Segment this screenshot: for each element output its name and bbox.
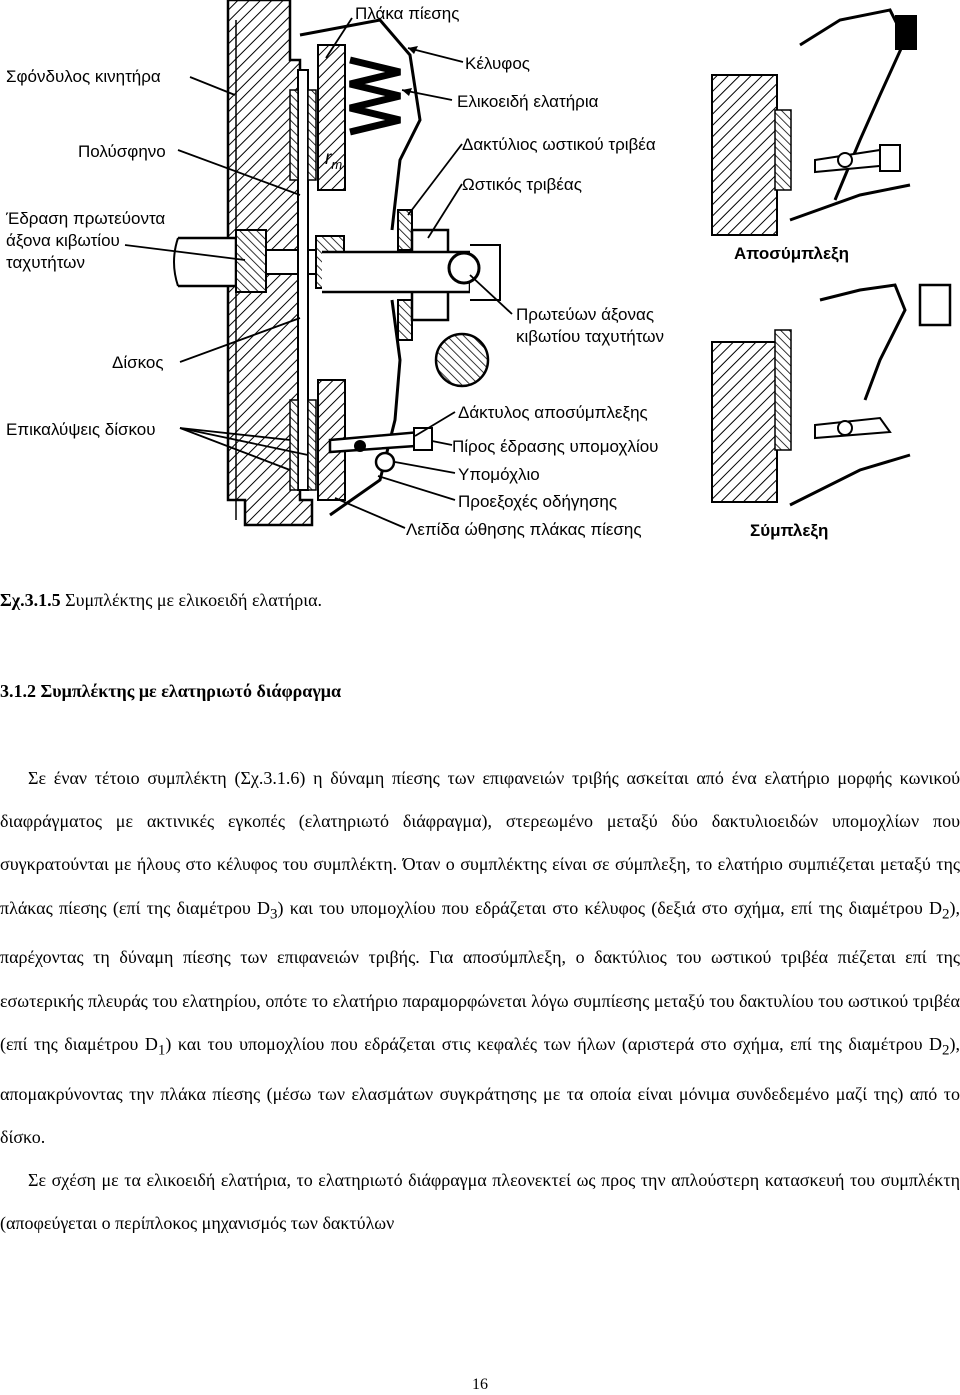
label-coil-springs: Ελικοειδή ελατήρια — [457, 92, 599, 111]
clutch-figure: Πλάκα πίεσης Σφόνδυλος κινητήρα Κέλυφος … — [0, 0, 960, 560]
p1-subscript-3: 1 — [157, 1042, 166, 1059]
label-release-finger: Δάκτυλος αποσύμπλεξης — [458, 403, 648, 422]
label-pressure-plate-strap: Λεπίδα ώθησης πλάκας πίεσης — [406, 520, 642, 539]
label-housing: Κέλυφος — [465, 54, 530, 73]
figure-caption: Σχ.3.1.5 Συμπλέκτης με ελικοειδή ελατήρι… — [0, 589, 322, 611]
label-engine-flywheel: Σφόνδυλος κινητήρα — [6, 67, 161, 86]
p1-subscript-1: 3 — [270, 906, 278, 923]
engagement-detail — [711, 283, 952, 507]
label-input-shaft-seat-1: Έδραση πρωτεύοντα — [6, 209, 166, 228]
label-input-shaft-seat-2: άξονα κιβωτίου — [6, 231, 120, 250]
label-fulcrum: Υπομόχλιο — [458, 465, 540, 484]
p1-part-e: ), απομακρύνοντας την πλάκα πίεσης (μέσω… — [0, 1033, 960, 1147]
label-rm-main: r — [325, 148, 332, 169]
p1-subscript-2: 2 — [942, 906, 950, 923]
page-number: 16 — [472, 1376, 488, 1393]
label-disc-linings: Επικαλύψεις δίσκου — [6, 420, 156, 439]
label-engagement: Σύμπλεξη — [750, 521, 829, 540]
body-text: Σε έναν τέτοιο συμπλέκτη (Σχ.3.1.6) η δύ… — [0, 757, 960, 1245]
label-release-bearing: Ωστικός τριβέας — [462, 175, 582, 194]
p1-part-d: ) και του υπομοχλίου που εδράζεται στις … — [165, 1033, 942, 1054]
label-fulcrum-pin: Πίρος έδρασης υπομοχλίου — [452, 437, 659, 456]
disengagement-detail — [711, 8, 917, 236]
label-input-shaft-1: Πρωτεύων άξονας — [516, 305, 655, 324]
label-polysfino: Πολύσφηνο — [78, 142, 166, 161]
paragraph-1: Σε έναν τέτοιο συμπλέκτη (Σχ.3.1.6) η δύ… — [0, 757, 960, 1159]
section-title: 3.1.2 Συμπλέκτης με ελατηριωτό διάφραγμα — [0, 681, 342, 701]
label-rm-sub: m — [331, 156, 343, 172]
p1-part-b: ) και του υπομοχλίου που εδράζεται στο κ… — [277, 897, 943, 918]
label-disc: Δίσκος — [112, 353, 164, 372]
p1-part-c: ), παρέχοντας τη δύναμη πίεσης των επιφα… — [0, 897, 960, 1054]
label-pressure-plate: Πλάκα πίεσης — [355, 4, 460, 23]
paragraph-2: Σε σχέση με τα ελικοειδή ελατήρια, το ελ… — [0, 1170, 960, 1234]
caption-text: Συμπλέκτης με ελικοειδή ελατήρια. — [60, 590, 323, 610]
label-guide-lugs: Προεξοχές οδήγησης — [458, 492, 618, 511]
label-input-shaft-seat-3: ταχυτήτων — [6, 253, 85, 272]
label-input-shaft-2: κιβωτίου ταχυτήτων — [516, 327, 664, 346]
p1-subscript-4: 2 — [942, 1042, 950, 1059]
label-rm: rm — [325, 148, 342, 175]
label-disengagement: Αποσύμπλεξη — [734, 244, 849, 263]
caption-number: Σχ.3.1.5 — [0, 590, 61, 610]
clutch-drawing — [124, 0, 952, 529]
p1-part-a: Σε έναν τέτοιο συμπλέκτη (Σχ.3.1.6) η δύ… — [0, 768, 960, 918]
label-release-bearing-ring: Δακτύλιος ωστικού τριβέα — [462, 135, 656, 154]
